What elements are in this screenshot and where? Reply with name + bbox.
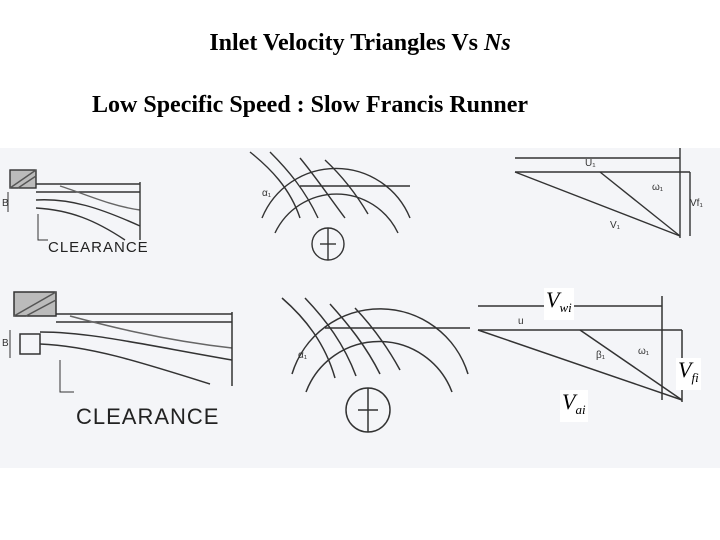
svg-text:V₁: V₁ bbox=[610, 220, 621, 231]
title-symbol: Ns bbox=[484, 30, 511, 56]
top-row: B CLEARANCE α₁ bbox=[2, 148, 703, 261]
top-vane-sketch: α₁ bbox=[249, 151, 411, 261]
svg-text:B: B bbox=[2, 338, 9, 349]
slide-title: Inlet Velocity Triangles Vs Ns bbox=[0, 30, 720, 57]
top-runner-section: B CLEARANCE bbox=[2, 169, 149, 256]
label-vai: Vai bbox=[560, 390, 588, 422]
svg-text:α₁: α₁ bbox=[298, 350, 308, 361]
svg-text:α₁: α₁ bbox=[262, 188, 272, 199]
bottom-velocity-triangle: u ω₁ β₁ bbox=[477, 296, 683, 402]
runner-diagram: B CLEARANCE α₁ bbox=[0, 148, 720, 468]
bottom-runner-section: B CLEARANCE bbox=[2, 291, 233, 429]
svg-text:U₁: U₁ bbox=[585, 158, 596, 169]
svg-text:β₁: β₁ bbox=[596, 350, 606, 361]
label-vfi: Vfi bbox=[676, 358, 701, 390]
top-velocity-triangle: U₁ ω₁ Vf₁ V₁ bbox=[514, 148, 703, 238]
bottom-clearance-label: CLEARANCE bbox=[76, 404, 219, 429]
title-text: Inlet Velocity Triangles Vs bbox=[209, 30, 484, 56]
slide-subtitle: Low Specific Speed : Slow Francis Runner bbox=[92, 92, 529, 118]
svg-text:B: B bbox=[2, 198, 9, 209]
svg-text:Vf₁: Vf₁ bbox=[690, 198, 703, 209]
bottom-row: B CLEARANCE α₁ bbox=[2, 291, 683, 433]
top-clearance-label: CLEARANCE bbox=[48, 239, 149, 256]
svg-text:ω₁: ω₁ bbox=[652, 182, 664, 193]
bottom-vane-sketch: α₁ bbox=[281, 297, 470, 433]
svg-text:u: u bbox=[518, 316, 524, 327]
label-vwi: Vwi bbox=[544, 288, 574, 320]
diagram-canvas: B CLEARANCE α₁ bbox=[0, 148, 720, 468]
svg-text:ω₁: ω₁ bbox=[638, 346, 650, 357]
